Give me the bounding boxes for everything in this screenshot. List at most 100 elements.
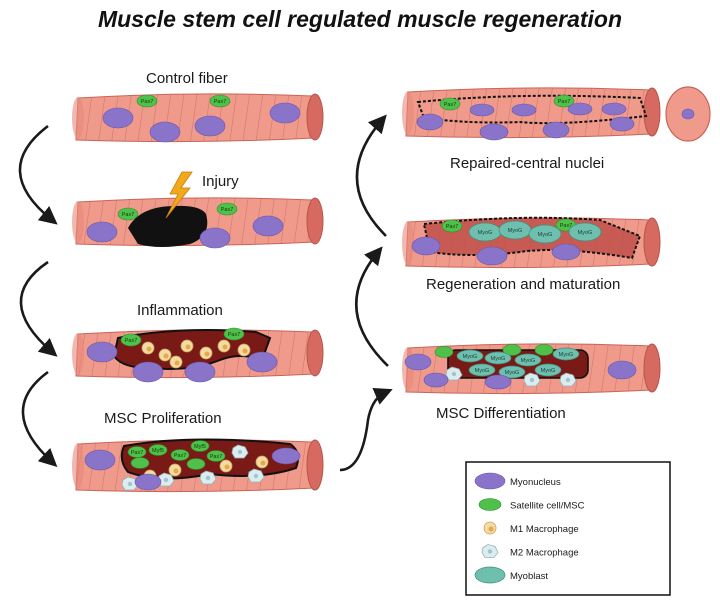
myonucleus	[269, 102, 301, 124]
satellite-cell	[441, 219, 463, 233]
fiber-start	[72, 97, 84, 139]
satellite-cell-label: Pax7	[228, 332, 241, 338]
m2-macrophage-core	[127, 481, 133, 487]
m2-macrophage-core	[237, 449, 243, 455]
label-injury: Injury	[202, 173, 239, 190]
myoblast-label: MyoG	[508, 228, 523, 234]
myoblast	[468, 363, 496, 377]
satellite-cell-icon	[478, 498, 502, 511]
m2-macrophage-core	[253, 473, 259, 479]
m2-macrophage-core	[487, 549, 493, 554]
m2-macrophage-icon	[481, 544, 499, 558]
myoblast-label: MyoG	[463, 354, 478, 360]
m2-macrophage-core	[565, 377, 571, 383]
myonucleus	[149, 121, 181, 143]
satellite-cell-label: Pax7	[214, 99, 227, 105]
satellite-cell	[502, 344, 522, 356]
myonucleus	[567, 102, 593, 116]
satellite-cell	[434, 346, 454, 358]
myonucleus	[681, 108, 695, 120]
myonucleus	[411, 236, 441, 256]
myoblast	[474, 566, 506, 584]
myonucleus	[609, 116, 635, 132]
myonucleus-icon	[474, 472, 506, 490]
myoblast-label: MyoG	[475, 368, 490, 374]
myoblast	[552, 347, 580, 361]
satellite-cell-label: Pax7	[210, 454, 223, 460]
injury-site	[128, 205, 208, 247]
m1-macrophage-core	[163, 353, 169, 359]
myonucleus	[416, 113, 444, 131]
legend-item-label: M1 Macrophage	[510, 524, 579, 535]
arrow-control-to-injury	[18, 124, 58, 225]
fiber-end	[306, 93, 324, 141]
myoblast-icon	[474, 566, 506, 584]
satellite-cell-label: Pax7	[444, 102, 457, 108]
myonucleus	[199, 227, 231, 249]
myonucleus	[86, 221, 118, 243]
fiber-start	[72, 333, 84, 375]
fiber-end	[306, 329, 324, 377]
myonucleus	[102, 107, 134, 129]
myonucleus	[479, 123, 509, 141]
myonucleus	[194, 115, 226, 137]
satellite-cell	[553, 94, 575, 108]
fiber-end	[643, 217, 661, 267]
arrow-proliferation-to-differentiation	[339, 387, 393, 472]
myoblast-label: MyoG	[578, 230, 593, 236]
myonucleus	[84, 449, 116, 471]
m1-macrophage-core	[488, 526, 494, 532]
myoblast-label: MyoG	[505, 370, 520, 376]
myonucleus	[404, 353, 432, 371]
m1-macrophage-core	[242, 348, 248, 354]
repaired-outline	[416, 94, 648, 125]
label-msc-proliferation: MSC Proliferation	[104, 410, 222, 427]
satellite-cell	[136, 94, 158, 108]
legend-item-label: Myonucleus	[510, 477, 561, 488]
label-control-fiber: Control fiber	[146, 70, 228, 87]
m1-macrophage-core	[146, 346, 152, 352]
myoblast	[534, 363, 562, 377]
myonucleus	[246, 351, 278, 373]
fiber-start	[402, 91, 414, 135]
myoblast	[514, 353, 542, 367]
fiber-end	[306, 197, 324, 245]
label-regeneration-maturation: Regeneration and maturation	[426, 276, 621, 293]
fiber-start	[72, 443, 84, 489]
satellite-cell-label: Myf5	[194, 444, 206, 450]
myonucleus	[184, 361, 216, 383]
legend-item-label: M2 Macrophage	[510, 548, 579, 559]
label-repaired-central-nuclei: Repaired-central nuclei	[450, 155, 605, 172]
myonucleus	[542, 121, 570, 139]
m1-macrophage-core	[222, 344, 228, 350]
m1-macrophage-core	[224, 464, 230, 470]
satellite-cell	[148, 444, 168, 456]
m2-macrophage-core	[451, 371, 457, 377]
satellite-cell	[439, 97, 461, 111]
m2-macrophage-core	[529, 377, 535, 383]
myonucleus	[476, 246, 508, 266]
m1-macrophage-core	[260, 460, 266, 466]
myoblast-label: MyoG	[521, 358, 536, 364]
myonucleus	[132, 361, 164, 383]
satellite-cell	[206, 450, 226, 462]
myonucleus	[601, 102, 627, 116]
satellite-cell	[209, 94, 231, 108]
diagram-title: Muscle stem cell regulated muscle regene…	[97, 6, 623, 32]
m2-macrophage-core	[205, 475, 211, 481]
label-inflammation: Inflammation	[137, 302, 223, 319]
arrow-differentiation-to-regeneration	[355, 246, 389, 367]
satellite-cell	[117, 207, 139, 221]
myonucleus	[86, 341, 118, 363]
m2-macrophage-core	[163, 477, 169, 483]
myoblast-label: MyoG	[491, 356, 506, 362]
satellite-cell-label: Pax7	[122, 212, 135, 218]
myoblast	[498, 365, 526, 379]
